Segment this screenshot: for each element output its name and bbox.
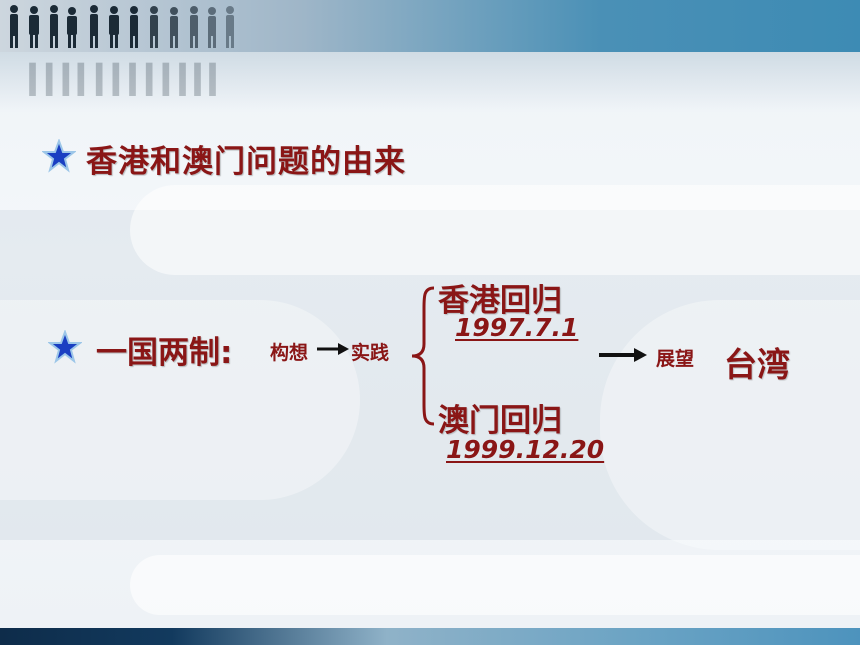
taiwan-label: 台湾: [724, 345, 790, 384]
footer-band: [0, 628, 860, 645]
hong-kong-return-label: 香港回归: [438, 283, 562, 319]
macau-return-label: 澳门回归: [438, 403, 562, 439]
arrow-right-icon: [599, 348, 647, 362]
background-swoosh: [600, 300, 860, 550]
star-icon: [42, 139, 76, 173]
background-swoosh: [130, 555, 860, 615]
concept-label: 构想: [270, 342, 309, 364]
brace-icon: [411, 286, 435, 426]
hong-kong-return-date: 1997.7.1: [455, 313, 579, 342]
background-swoosh: [130, 185, 860, 275]
policy-label: 一国两制:: [96, 335, 233, 371]
people-reflection-image: [29, 62, 216, 96]
slide-title: 香港和澳门问题的由来: [86, 144, 406, 180]
header-band: [0, 0, 860, 52]
star-icon: [48, 330, 82, 364]
background-swoosh: [0, 300, 360, 500]
people-silhouettes-image: [10, 5, 234, 48]
arrow-right-icon: [317, 343, 349, 355]
practice-label: 实践: [351, 342, 390, 364]
outlook-label: 展望: [656, 348, 695, 370]
macau-return-date: 1999.12.20: [446, 435, 605, 464]
header-glow: [0, 52, 860, 112]
